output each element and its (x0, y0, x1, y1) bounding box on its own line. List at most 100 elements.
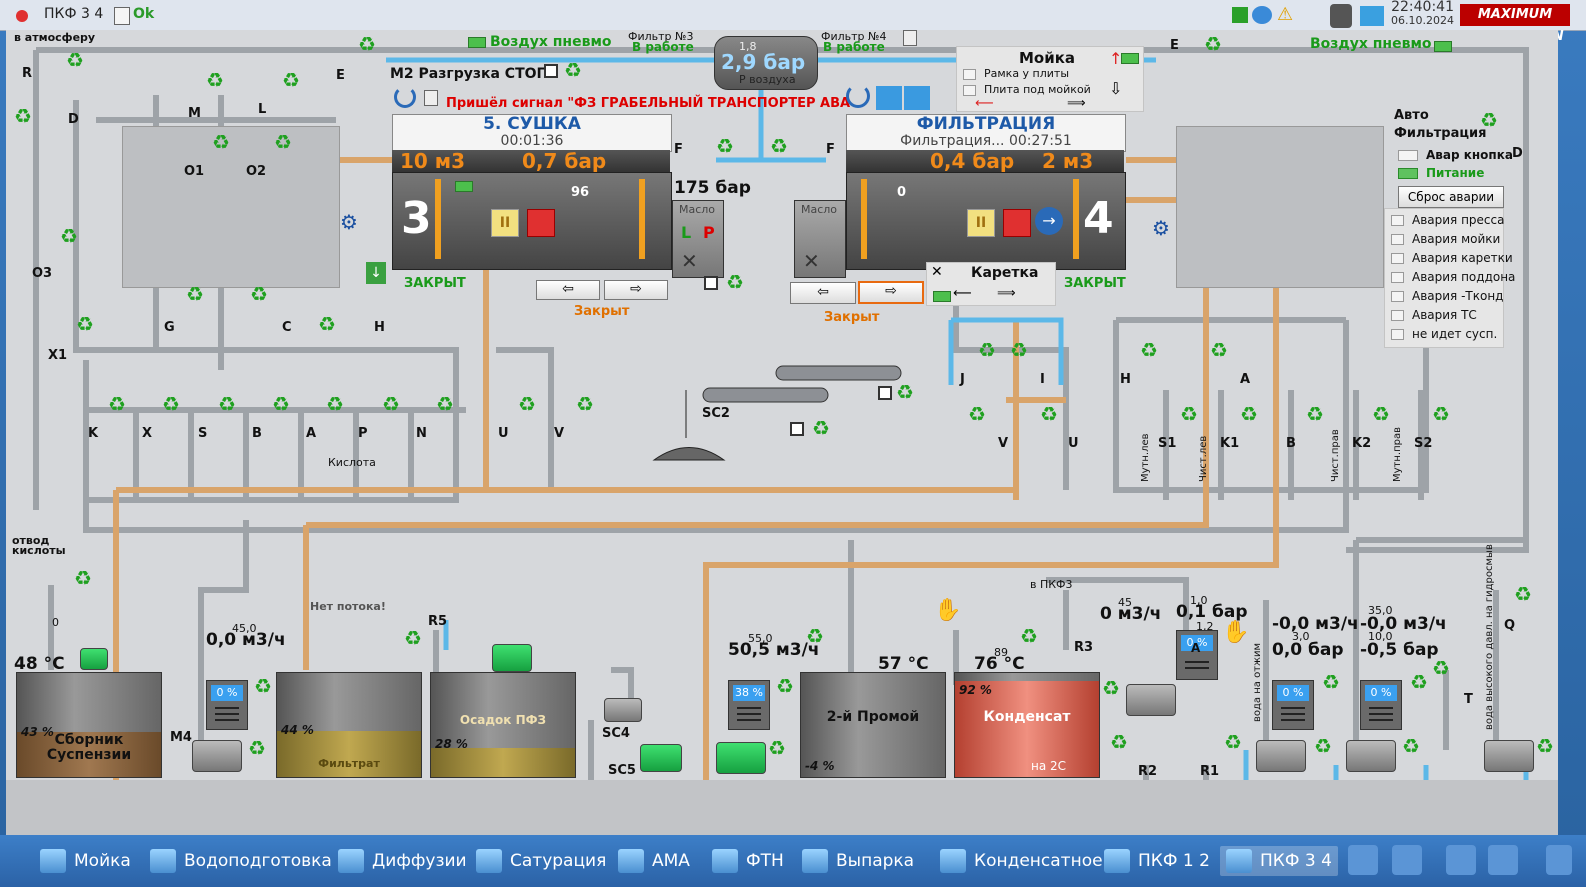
recycle-icon[interactable]: ♻ (254, 674, 272, 698)
chat-icon[interactable] (1252, 6, 1272, 24)
plus-icon[interactable] (1232, 7, 1248, 23)
recycle-icon[interactable]: ♻ (1210, 338, 1228, 362)
checkbox[interactable] (1391, 291, 1404, 302)
recycle-icon[interactable]: ♻ (162, 392, 180, 416)
recycle-icon[interactable]: ♻ (1432, 402, 1450, 426)
press4-body[interactable]: 4 0 II → (846, 172, 1126, 270)
recycle-icon[interactable]: ♻ (1240, 402, 1258, 426)
recycle-icon[interactable]: ♻ (576, 392, 594, 416)
level-gauge[interactable]: 0 % (1272, 680, 1314, 730)
recycle-icon[interactable]: ♻ (770, 134, 788, 158)
recycle-icon[interactable]: ♻ (60, 224, 78, 248)
pump-sc4[interactable] (604, 698, 642, 722)
checkbox[interactable] (1391, 215, 1404, 226)
gear-icon[interactable] (1392, 845, 1422, 875)
recycle-icon[interactable]: ♻ (404, 626, 422, 650)
reset-alarm-button[interactable]: Сброс аварии (1398, 186, 1504, 208)
recycle-icon[interactable]: ♻ (1372, 402, 1390, 426)
level-gauge[interactable]: 0 % (1360, 680, 1402, 730)
document-icon[interactable] (424, 90, 438, 106)
level-gauge[interactable]: 0 % (206, 680, 248, 730)
recycle-icon[interactable]: ♻ (436, 392, 454, 416)
recycle-icon[interactable]: ♻ (1536, 734, 1554, 758)
arrow-up-icon[interactable]: ↑ (1109, 49, 1123, 68)
recycle-icon[interactable]: ♻ (768, 736, 786, 760)
press3-pause-button[interactable]: II (491, 209, 519, 237)
press4-pause-button[interactable]: II (967, 209, 995, 237)
document-icon[interactable] (114, 7, 130, 25)
recycle-icon[interactable]: ♻ (1480, 108, 1498, 132)
pump-sc5[interactable] (640, 744, 682, 772)
pump-m4[interactable] (192, 740, 242, 772)
recycle-icon[interactable]: ♻ (218, 392, 236, 416)
recycle-icon[interactable]: ♻ (318, 312, 336, 336)
recycle-icon[interactable]: ♻ (250, 282, 268, 306)
recycle-icon[interactable]: ♻ (1402, 734, 1420, 758)
recycle-icon[interactable]: ♻ (978, 338, 996, 362)
level-gauge[interactable]: 38 % (728, 680, 770, 730)
press4-oil-unit[interactable]: Масло ✕ (794, 200, 846, 278)
telegram-icon[interactable] (876, 86, 902, 110)
pump-washing[interactable] (1346, 740, 1396, 772)
taskbar-item-ftn[interactable]: ФТН (712, 846, 784, 876)
recycle-icon[interactable]: ♻ (1010, 338, 1028, 362)
tank-condensate[interactable]: 92 % Конденсат на 2С (954, 672, 1100, 778)
recycle-icon[interactable]: ♻ (76, 312, 94, 336)
tank-filtrate[interactable]: 44 % Фильтрат (276, 672, 422, 778)
stop-square-icon[interactable] (704, 276, 718, 290)
arrow-right-icon[interactable]: ⟹ (1067, 96, 1086, 111)
stop-square-icon[interactable] (878, 386, 892, 400)
document-icon[interactable] (903, 30, 917, 46)
stop-square-icon[interactable] (544, 64, 558, 78)
alarm-item[interactable]: Авария каретки (1391, 251, 1513, 265)
hand-icon[interactable]: ✋ (934, 598, 962, 623)
pump-pressing[interactable] (1256, 740, 1306, 772)
recycle-icon[interactable]: ♻ (206, 68, 224, 92)
recycle-icon[interactable]: ♻ (74, 566, 92, 590)
press4-stop-button[interactable] (1003, 209, 1031, 237)
recycle-icon[interactable]: ♻ (968, 402, 986, 426)
recycle-icon[interactable]: ♻ (896, 380, 914, 404)
checkbox[interactable] (1391, 272, 1404, 283)
recycle-icon[interactable]: ♻ (186, 282, 204, 306)
operator-icon[interactable] (1330, 4, 1352, 28)
taskbar-item-condensate[interactable]: Конденсатное (940, 846, 1103, 876)
taskbar-item-saturation[interactable]: Сатурация (476, 846, 606, 876)
close-icon[interactable] (16, 10, 28, 22)
gear-icon[interactable]: ⚙ (340, 210, 358, 234)
checkbox[interactable] (1391, 310, 1404, 321)
recycle-icon[interactable]: ♻ (1432, 656, 1450, 680)
recycle-icon[interactable]: ♻ (1040, 402, 1058, 426)
telegram-icon[interactable] (904, 86, 930, 110)
tank-sediment[interactable]: Осадок ПФЗ 28 % (430, 672, 576, 778)
agitator-motor[interactable] (80, 648, 108, 670)
alarm-item[interactable]: Авария -Тконд (1391, 289, 1503, 303)
trend-icon[interactable] (1446, 845, 1476, 875)
press4-move-left-button[interactable]: ⇦ (790, 282, 856, 304)
taskbar-item-ama[interactable]: АМА (618, 846, 690, 876)
menu-icon[interactable] (1348, 845, 1378, 875)
press4-next-button[interactable]: → (1035, 207, 1063, 235)
recycle-icon[interactable]: ♻ (248, 736, 266, 760)
recycle-icon[interactable]: ♻ (66, 48, 84, 72)
gear-icon[interactable]: ⚙ (1152, 216, 1170, 240)
recycle-icon[interactable]: ♻ (806, 624, 824, 648)
hand-icon[interactable]: ✋ (1222, 620, 1250, 645)
pump-condensate[interactable] (1126, 684, 1176, 716)
recycle-icon[interactable]: ♻ (716, 134, 734, 158)
checkbox[interactable] (1391, 234, 1404, 245)
taskbar-item-pkf12[interactable]: ПКФ 1 2 (1104, 846, 1210, 876)
alarm-item[interactable]: Авария пресса (1391, 213, 1504, 227)
warning-icon[interactable]: ⚠ (1277, 4, 1294, 25)
recycle-icon[interactable]: ♻ (212, 130, 230, 154)
user-icon[interactable] (1488, 845, 1518, 875)
recycle-icon[interactable]: ♻ (1410, 670, 1428, 694)
recycle-icon[interactable]: ♻ (1180, 402, 1198, 426)
recycle-icon[interactable]: ♻ (326, 392, 344, 416)
agitator-motor[interactable] (492, 644, 532, 672)
taskbar-item-wash[interactable]: Мойка (40, 846, 131, 876)
checkbox[interactable] (963, 84, 976, 96)
arrow-right-icon[interactable]: ⟹ (997, 286, 1016, 301)
press3-oil-unit[interactable]: Масло L P ✕ (672, 200, 724, 278)
stop-square-icon[interactable] (790, 422, 804, 436)
